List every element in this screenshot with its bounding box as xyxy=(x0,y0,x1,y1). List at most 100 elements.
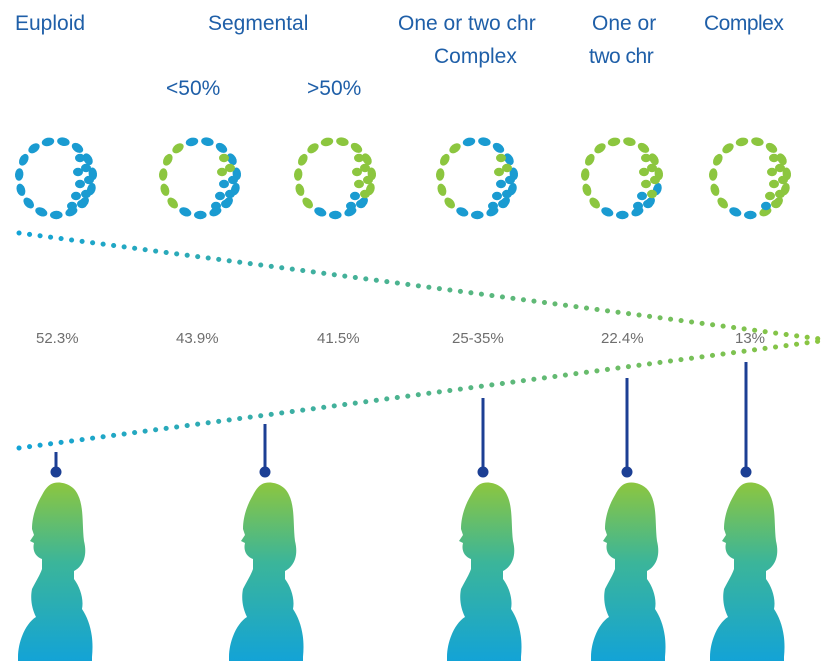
embryo-cell xyxy=(649,153,659,166)
embryo-cell xyxy=(160,183,170,196)
embryo-cell xyxy=(637,142,650,153)
rate-euploid: 52.3% xyxy=(36,330,79,347)
label-complex: Complex xyxy=(704,12,784,35)
embryo-cell xyxy=(765,142,778,153)
label-segmental-low: <50% xyxy=(166,77,221,100)
embryo-inner-cell xyxy=(637,191,647,201)
pregnant-woman-icon-one-two-complex xyxy=(447,482,522,661)
embryo-cell xyxy=(616,210,629,220)
embryo-cell xyxy=(194,210,207,220)
embryo-inner-cell xyxy=(643,199,653,209)
label-one-two-complex-line2: Complex xyxy=(434,45,517,68)
embryo-inner-cell xyxy=(221,199,231,209)
embryo-cell xyxy=(713,153,723,166)
embryo-inner-cell xyxy=(771,199,781,209)
embryo-cell xyxy=(722,143,734,154)
embryo-cell xyxy=(16,183,26,196)
embryo-inner-cell xyxy=(219,153,229,163)
embryo-inner-cell xyxy=(492,191,502,201)
embryo-cell xyxy=(456,207,469,217)
pregnant-woman-icon-one-two xyxy=(591,482,666,661)
embryo-cell xyxy=(336,137,349,147)
embryo-cell xyxy=(478,137,491,147)
embryo-inner-cell xyxy=(641,153,651,163)
embryo-cell xyxy=(172,143,184,154)
label-segmental-high: >50% xyxy=(307,77,362,100)
embryo-cell xyxy=(607,137,621,147)
embryo-inner-cell xyxy=(496,153,506,163)
embryo-cell xyxy=(435,168,445,181)
embryo-cell xyxy=(307,143,319,154)
embryo-cell xyxy=(777,153,787,166)
embryo-cell xyxy=(580,168,590,181)
embryo-inner-cell xyxy=(225,189,235,199)
embryo-inner-cell xyxy=(356,199,366,209)
embryo-inner-cell xyxy=(75,179,85,189)
embryo-inner-cell xyxy=(81,189,91,199)
embryo-inner-cell xyxy=(67,201,77,211)
embryo-inner-cell xyxy=(769,153,779,163)
rate-one-two-complex: 25-35% xyxy=(452,330,504,347)
embryo-cell xyxy=(293,168,303,181)
embryo-cell xyxy=(589,197,600,209)
embryo-cell xyxy=(158,168,168,181)
embryo-inner-cell xyxy=(354,153,364,163)
embryo-cell xyxy=(582,183,592,196)
embryo-cell xyxy=(440,153,450,166)
embryo-cell xyxy=(201,137,214,147)
embryo-euploid xyxy=(14,137,98,220)
funnel-lines xyxy=(16,230,831,451)
rate-complex: 13% xyxy=(735,330,766,347)
embryo-cell xyxy=(50,210,63,220)
embryo-cell xyxy=(185,137,199,147)
embryo-inner-cell xyxy=(354,179,364,189)
embryo-cell xyxy=(594,143,606,154)
label-segmental: Segmental xyxy=(208,12,309,35)
embryo-cell xyxy=(623,137,636,147)
embryo-cell xyxy=(751,137,764,147)
embryo-cell xyxy=(167,197,178,209)
embryo-cell xyxy=(163,153,173,166)
embryo-cell xyxy=(179,207,192,217)
embryo-inner-cell xyxy=(71,191,81,201)
pregnant-woman-icon-segmental xyxy=(229,482,304,661)
rate-segmental-high: 41.5% xyxy=(317,330,360,347)
embryo-inner-cell xyxy=(84,175,94,185)
embryo-cell xyxy=(601,207,614,217)
embryo-segmental-high xyxy=(293,137,377,220)
embryo-inner-cell xyxy=(346,201,356,211)
embryo-inner-cell xyxy=(647,163,657,173)
embryo-inner-cell xyxy=(502,189,512,199)
embryo-cell xyxy=(14,168,24,181)
embryo-inner-cell xyxy=(641,179,651,189)
embryo-inner-cell xyxy=(217,167,227,177)
embryo-cell xyxy=(314,207,327,217)
funnel-lower-line xyxy=(16,337,831,451)
embryo-inner-cell xyxy=(775,189,785,199)
embryo-cell xyxy=(57,137,70,147)
embryo-inner-cell xyxy=(505,175,515,185)
embryo-cell xyxy=(437,183,447,196)
embryo-inner-cell xyxy=(639,167,649,177)
pregnant-woman-icon-euploid xyxy=(18,482,93,661)
embryo-cell xyxy=(744,210,757,220)
embryo-cell xyxy=(462,137,476,147)
embryo-inner-cell xyxy=(778,175,788,185)
connector-dot-segmental xyxy=(259,466,271,478)
connector-dot-euploid xyxy=(50,466,62,478)
pregnancy-figures xyxy=(18,482,785,661)
embryo-cell xyxy=(585,153,595,166)
embryo-inner-cell xyxy=(761,201,771,211)
connector-dot-one-two-complex xyxy=(477,466,489,478)
embryo-cell xyxy=(444,197,455,209)
embryo-segmental-low xyxy=(158,137,242,220)
embryo-inner-cell xyxy=(215,191,225,201)
embryo-inner-cell xyxy=(775,163,785,173)
embryo-inner-cell xyxy=(363,175,373,185)
embryo-inner-cell xyxy=(211,201,221,211)
embryo-cell xyxy=(19,153,29,166)
embryo-cell xyxy=(83,153,93,166)
embryo-inner-cell xyxy=(633,201,643,211)
